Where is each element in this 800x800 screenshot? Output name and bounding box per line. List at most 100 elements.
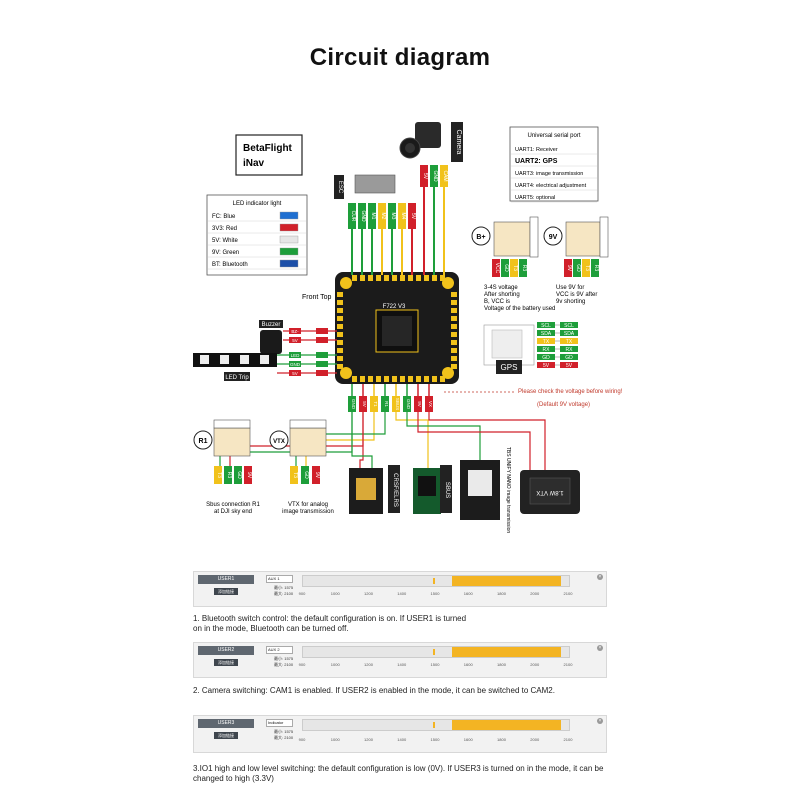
- led-strip-pin: [316, 352, 328, 358]
- gps-pin-label: SCL: [541, 323, 551, 329]
- connector-pin: [573, 259, 581, 277]
- gps-pin: [560, 338, 578, 344]
- esc-pin: [348, 203, 356, 229]
- gps-pin: [537, 354, 555, 360]
- board-pad: [337, 308, 343, 313]
- led-row-label: 5V: White: [212, 238, 238, 244]
- board-pad: [451, 348, 457, 353]
- gps-pin: [537, 362, 555, 368]
- board-pad: [451, 332, 457, 337]
- firmware-betaflight: BetaFlight: [243, 143, 293, 154]
- close-icon[interactable]: ×: [597, 718, 603, 724]
- connector-pin: [501, 259, 509, 277]
- esc-pin-label: M1: [370, 213, 376, 220]
- buzzer-pin: [289, 328, 301, 334]
- esc-pin: [398, 203, 406, 229]
- board-pad: [392, 275, 397, 281]
- close-icon[interactable]: ×: [597, 645, 603, 651]
- add-link-button[interactable]: 添加链接: [214, 732, 238, 739]
- board-pad: [416, 376, 421, 382]
- range-slider[interactable]: [302, 719, 570, 731]
- uart-item: UART2: GPS: [515, 158, 558, 165]
- connector-pin: [519, 259, 527, 277]
- esc-connector: ESC: [334, 174, 396, 199]
- bottom-pin-label: GND: [406, 399, 411, 410]
- connector-pin-label: GD: [503, 264, 509, 272]
- add-link-button[interactable]: 添加链接: [214, 659, 238, 666]
- aux-dropdown[interactable]: Indicator: [266, 719, 293, 727]
- gps-pin-label: RX: [543, 347, 551, 353]
- vtx-badge: VTX: [273, 439, 285, 445]
- esc-label: ESC: [337, 181, 343, 194]
- add-link-button[interactable]: 添加链接: [214, 588, 238, 595]
- connector-pin: [234, 466, 242, 484]
- board-pad: [400, 275, 405, 281]
- aux-dropdown[interactable]: AUX 2: [266, 646, 293, 654]
- receiver-sbus: SBUS: [444, 482, 450, 498]
- led-strip-pin: [289, 370, 301, 376]
- esc-pin-label: M3: [390, 213, 396, 220]
- board-pad: [337, 292, 343, 297]
- board-pad: [337, 364, 343, 369]
- bottom-pin-label: GND: [351, 399, 356, 410]
- esc-pin: [368, 203, 376, 229]
- led-row-label: 9V: Green: [212, 250, 239, 256]
- gps-pin: [560, 330, 578, 336]
- tick-label: 1000: [330, 737, 340, 742]
- range-fill[interactable]: [452, 647, 561, 657]
- close-icon[interactable]: ×: [597, 574, 603, 580]
- connector-pin: [564, 259, 572, 277]
- tick-label: 1400: [397, 737, 407, 742]
- buzzer-pin: [316, 328, 328, 334]
- slider-thumb[interactable]: [433, 578, 435, 584]
- slider-thumb[interactable]: [433, 722, 435, 728]
- range-slider[interactable]: [302, 646, 570, 658]
- gps-pin-label: GD: [542, 355, 550, 361]
- connector-pin: [591, 259, 599, 277]
- page-title: Circuit diagram: [309, 44, 491, 71]
- board-pad: [432, 275, 437, 281]
- board-pad: [376, 275, 381, 281]
- tick-label: 2100: [563, 662, 573, 667]
- mode-name-user3: USER3: [198, 719, 254, 728]
- board-pad: [360, 376, 365, 382]
- led-strip-pin: [316, 370, 328, 376]
- range-fill[interactable]: [452, 720, 561, 730]
- tick-label: 2000: [530, 737, 540, 742]
- aux-dropdown[interactable]: AUX 1: [266, 575, 293, 583]
- firmware-box: BetaFlight iNav: [235, 134, 303, 176]
- gps-pin-label: SDA: [541, 331, 552, 337]
- gps-pin: [560, 362, 578, 368]
- mode-panel-user3[interactable]: USER3 添加链接 Indicator 最小: 1575 最大: 2100 9…: [193, 715, 607, 753]
- led-color-swatch: [279, 259, 299, 268]
- connector-pin: [244, 466, 252, 484]
- firmware-inav: iNav: [243, 158, 265, 169]
- esc-pin: [388, 203, 396, 229]
- connector-pin: [224, 466, 232, 484]
- connector-pin: [214, 466, 222, 484]
- buzzer-pin-label: BZ-: [291, 329, 299, 334]
- board-pad: [408, 275, 413, 281]
- slider-thumb[interactable]: [433, 649, 435, 655]
- board-pad: [451, 300, 457, 305]
- bottom-pin-label: SBUS: [395, 398, 400, 410]
- range-slider[interactable]: [302, 575, 570, 587]
- connector-pin-label: T3: [512, 265, 518, 271]
- board-label: F722 V3: [383, 304, 406, 310]
- signal-wire: [351, 412, 373, 468]
- uart-heading: Universal serial port: [527, 133, 580, 139]
- buzzer-pin: [316, 337, 328, 343]
- connector-pin-label: 9V: [566, 265, 572, 272]
- mode-name-user1: USER1: [198, 575, 254, 584]
- range-fill[interactable]: [452, 576, 561, 586]
- tick-label: 1000: [330, 662, 340, 667]
- gps-pin: [537, 330, 555, 336]
